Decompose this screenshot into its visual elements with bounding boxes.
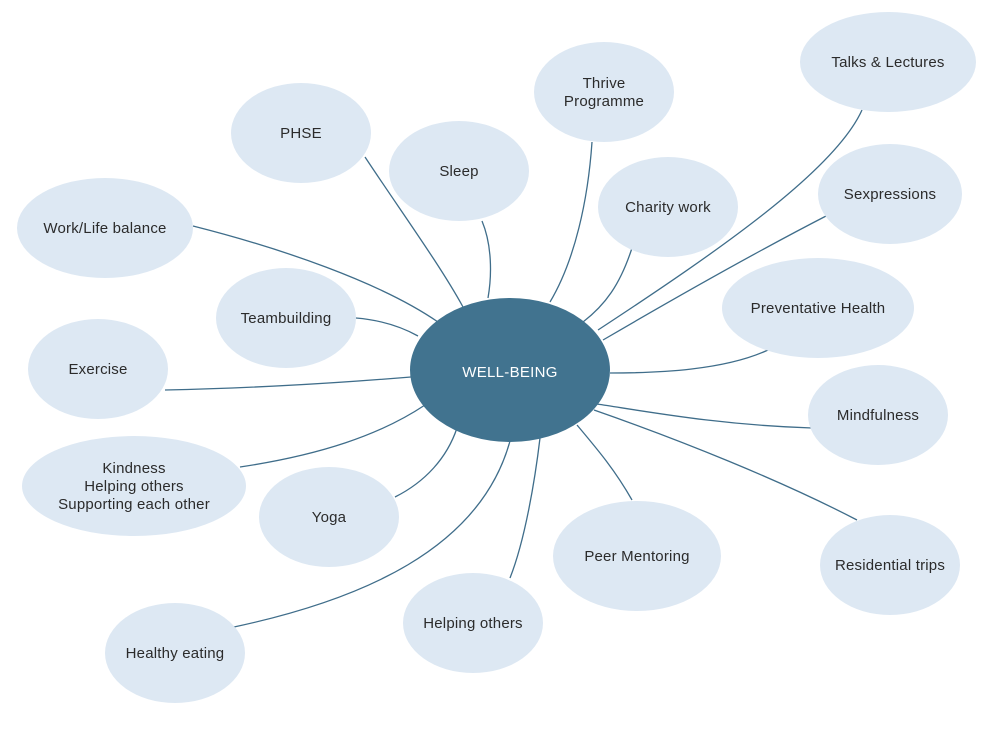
node-label-healthy-eating: Healthy eating [126,645,225,662]
node-teambuilding: Teambuilding [216,268,356,368]
node-ellipse-helping-others [403,573,543,673]
node-label-phse: PHSE [280,125,322,142]
connector-exercise [164,376,412,391]
node-label-mindfulness: Mindfulness [837,407,919,424]
node-yoga: Yoga [259,467,399,567]
node-ellipse-yoga [259,467,399,567]
node-ellipse-peer-mentoring [553,501,721,611]
node-label-kindness-line-3: Supporting each other [58,496,210,513]
connector-talks-lectures [597,109,863,331]
node-label-kindness-line-2: Helping others [84,478,184,495]
node-label-peer-mentoring: Peer Mentoring [584,548,689,565]
connector-sexpressions [602,214,829,341]
center-node: WELL-BEING [410,298,610,442]
node-phse: PHSE [231,83,371,183]
connectors [164,109,863,628]
node-ellipse-healthy-eating [105,603,245,703]
node-ellipse-preventative-health [722,258,914,358]
node-label-residential-trips: Residential trips [835,557,945,574]
connector-charity-work [582,247,633,323]
node-label-kindness-line-1: Kindness [102,460,165,477]
node-label-sleep: Sleep [439,163,478,180]
connector-mindfulness [596,403,813,429]
connector-yoga [394,427,458,498]
node-ellipse-mindfulness [808,365,948,465]
connector-peer-mentoring [576,424,633,501]
node-ellipse-thrive-programme [534,42,674,142]
node-ellipse-teambuilding [216,268,356,368]
node-charity-work: Charity work [598,157,738,257]
node-label-exercise: Exercise [68,361,127,378]
connector-helping-others [509,437,541,579]
node-healthy-eating: Healthy eating [105,603,245,703]
connector-work-life-balance [192,225,439,323]
node-ellipse-sleep [389,121,529,221]
node-ellipse-kindness [22,436,246,536]
connector-preventative-health [609,349,769,374]
node-label-thrive-programme-line-2: Programme [564,93,644,110]
node-helping-others: Helping others [403,573,543,673]
node-label-yoga: Yoga [312,509,347,526]
connector-healthy-eating [233,440,511,628]
node-peer-mentoring: Peer Mentoring [553,501,721,611]
node-ellipse-residential-trips [820,515,960,615]
node-ellipse-talks-lectures [800,12,976,112]
node-exercise: Exercise [28,319,168,419]
connector-thrive-programme [549,141,593,303]
node-mindfulness: Mindfulness [808,365,948,465]
node-sleep: Sleep [389,121,529,221]
connector-phse [364,156,464,308]
node-ellipse-work-life-balance [17,178,193,278]
connector-sleep [481,220,492,299]
connector-kindness [239,404,426,468]
node-talks-lectures: Talks & Lectures [800,12,976,112]
connector-residential-trips [593,409,858,521]
node-ellipse-sexpressions [818,144,962,244]
node-label-charity-work: Charity work [625,199,711,216]
node-preventative-health: Preventative Health [722,258,914,358]
node-label-helping-others: Helping others [423,615,523,632]
node-sexpressions: Sexpressions [818,144,962,244]
node-residential-trips: Residential trips [820,515,960,615]
node-ellipse-phse [231,83,371,183]
connector-teambuilding [355,317,419,337]
node-label-preventative-health: Preventative Health [751,300,886,317]
node-label-sexpressions: Sexpressions [844,186,936,203]
node-label-work-life-balance: Work/Life balance [43,220,166,237]
center-label: WELL-BEING [462,364,558,381]
node-ellipse-exercise [28,319,168,419]
node-work-life-balance: Work/Life balance [17,178,193,278]
node-label-talks-lectures: Talks & Lectures [831,54,944,71]
center-ellipse [410,298,610,442]
node-ellipse-charity-work [598,157,738,257]
node-label-teambuilding: Teambuilding [241,310,332,327]
node-label-thrive-programme-line-1: Thrive [583,75,626,92]
